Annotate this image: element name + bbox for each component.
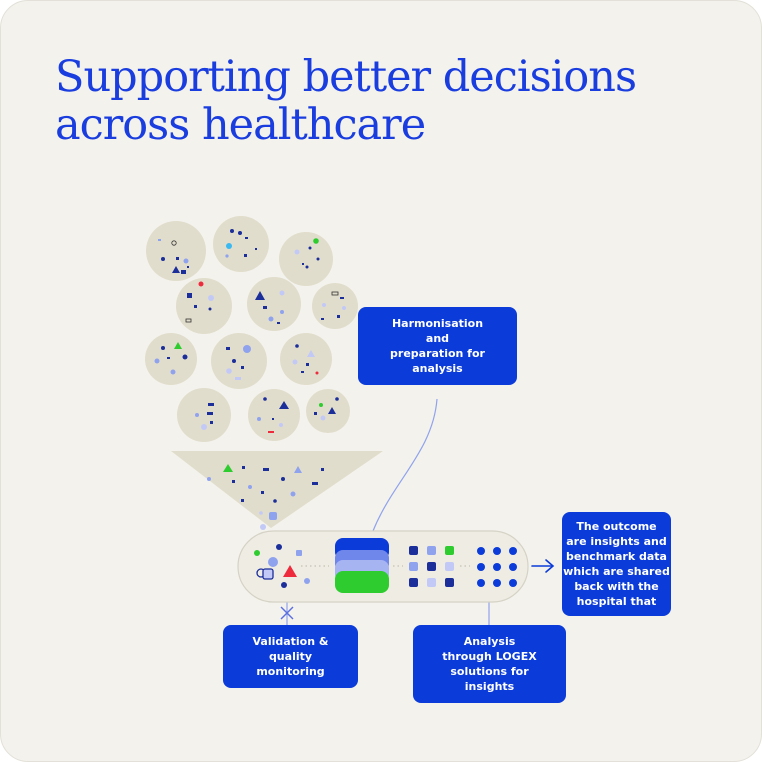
analysis-grid <box>409 546 454 587</box>
data-bubble <box>145 333 197 385</box>
data-bubble <box>306 389 350 433</box>
funnel-data-points <box>207 464 324 515</box>
data-bubble <box>213 216 269 272</box>
funnel <box>171 451 383 528</box>
harmonised-data-layers <box>335 538 389 593</box>
data-bubble <box>146 221 206 281</box>
bubble-data-points <box>154 229 346 433</box>
data-bubble <box>211 333 267 389</box>
insights-dot-grid <box>477 547 517 587</box>
funnel-drop <box>269 512 277 520</box>
validation-box: Validation & quality monitoring <box>223 625 358 688</box>
funnel-drop <box>260 524 266 530</box>
data-bubble <box>248 389 300 441</box>
data-bubble <box>312 283 358 329</box>
page-title: Supporting better decisions across healt… <box>55 52 637 150</box>
harmonisation-box: Harmonisation and preparation for analys… <box>358 307 517 385</box>
input-data-cluster <box>254 544 310 588</box>
data-bubble <box>280 333 332 385</box>
analysis-box: Analysis through LOGEX solutions for ins… <box>413 625 566 703</box>
data-bubble <box>279 232 333 286</box>
cross-marker-icon <box>280 606 294 620</box>
title-line-2: across healthcare <box>55 100 426 150</box>
data-bubble <box>176 278 232 334</box>
outcome-box: The outcome are insights and benchmark d… <box>562 512 671 616</box>
arrow-right-icon <box>531 559 555 573</box>
harmonisation-connector <box>372 398 438 532</box>
data-bubble <box>247 277 301 331</box>
data-bubble <box>177 388 231 442</box>
title-line-1: Supporting better decisions <box>55 52 637 102</box>
data-bubbles <box>145 216 358 442</box>
